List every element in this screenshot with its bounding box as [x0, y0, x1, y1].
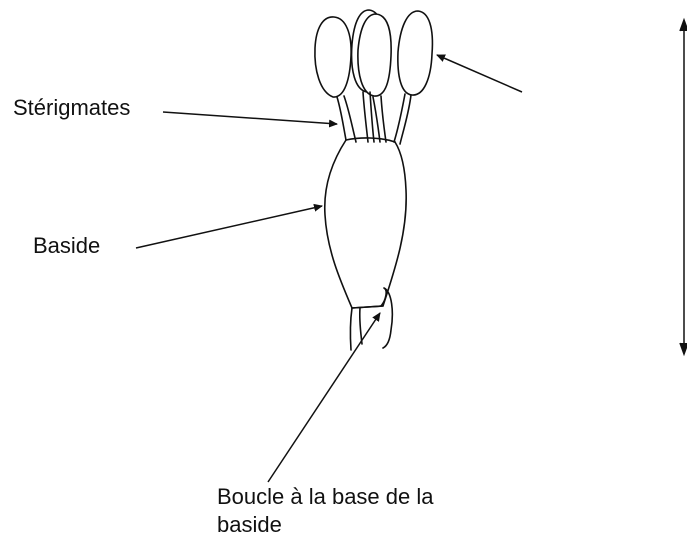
sterigma-4b	[400, 95, 411, 144]
sterigma-1	[337, 97, 346, 140]
sterigma-3b	[381, 96, 386, 142]
label-baside: Baside	[33, 232, 100, 260]
hypha-left	[350, 308, 352, 350]
arrow-boucle	[268, 313, 380, 482]
basidium-body	[325, 140, 406, 308]
basidium-top	[346, 138, 395, 142]
sterigma-2	[363, 92, 368, 142]
arrow-baside	[136, 206, 322, 248]
sterigma-4	[394, 94, 405, 142]
size-bar	[680, 20, 687, 354]
pointer-arrows	[136, 55, 522, 482]
arrow-spore	[437, 55, 522, 92]
label-boucle-line2: baside	[217, 511, 434, 539]
size-bar-bottom-arrow	[680, 343, 687, 354]
label-sterigmates: Stérigmates	[13, 94, 130, 122]
septum	[352, 306, 383, 308]
basidium-drawing	[315, 10, 433, 350]
spore-1	[315, 17, 351, 97]
arrow-sterigmates	[163, 112, 337, 124]
size-bar-top-arrow	[680, 20, 687, 31]
spore-3	[358, 14, 391, 96]
label-boucle-line1: Boucle à la base de la	[217, 483, 434, 511]
hypha-inner	[360, 308, 362, 344]
spore-4	[398, 11, 433, 95]
label-boucle: Boucle à la base de la baside	[217, 483, 434, 539]
